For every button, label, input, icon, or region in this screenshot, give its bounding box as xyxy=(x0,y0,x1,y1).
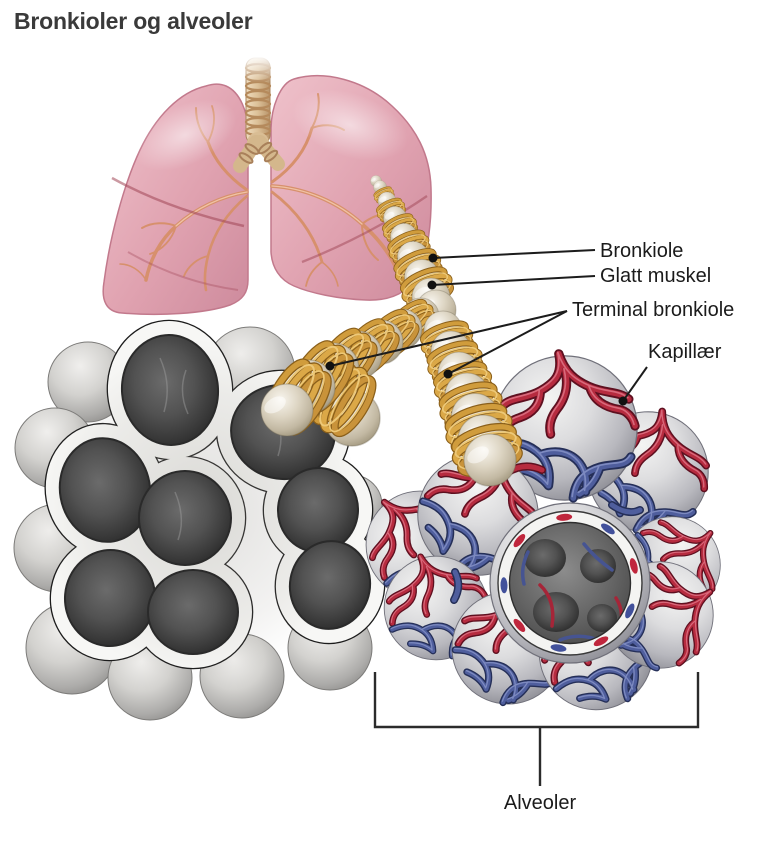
leader-kapillaer xyxy=(618,366,648,406)
lung-fissure xyxy=(127,251,239,291)
inner-chambers xyxy=(524,539,617,632)
terminal-bronchiole-left xyxy=(260,296,439,447)
leader-bronkiole xyxy=(428,249,596,263)
right-lung xyxy=(102,83,249,316)
alveolar-chambers xyxy=(58,334,372,655)
capillary-alveoli-cluster xyxy=(343,352,741,729)
capillary-ring-opening xyxy=(489,502,651,664)
label-alveoler: Alveoler xyxy=(503,792,577,814)
annotations xyxy=(325,249,700,786)
label-terminal-bronkiole: Terminal bronkiole xyxy=(572,299,735,321)
trachea xyxy=(233,55,285,173)
lung-fissure xyxy=(301,195,428,264)
lung-fissure xyxy=(111,176,245,228)
leader-terminal-bronkiole xyxy=(325,310,568,379)
label-kapillaer: Kapillær xyxy=(648,341,722,363)
page-title: Bronkioler og alveoler xyxy=(14,8,253,34)
label-bronkiole: Bronkiole xyxy=(600,240,684,262)
label-glatt-muskel: Glatt muskel xyxy=(600,265,712,287)
alveoler-bracket xyxy=(373,672,700,786)
leader-glatt-muskel xyxy=(427,275,596,290)
cut-capillary-dots xyxy=(500,513,638,652)
